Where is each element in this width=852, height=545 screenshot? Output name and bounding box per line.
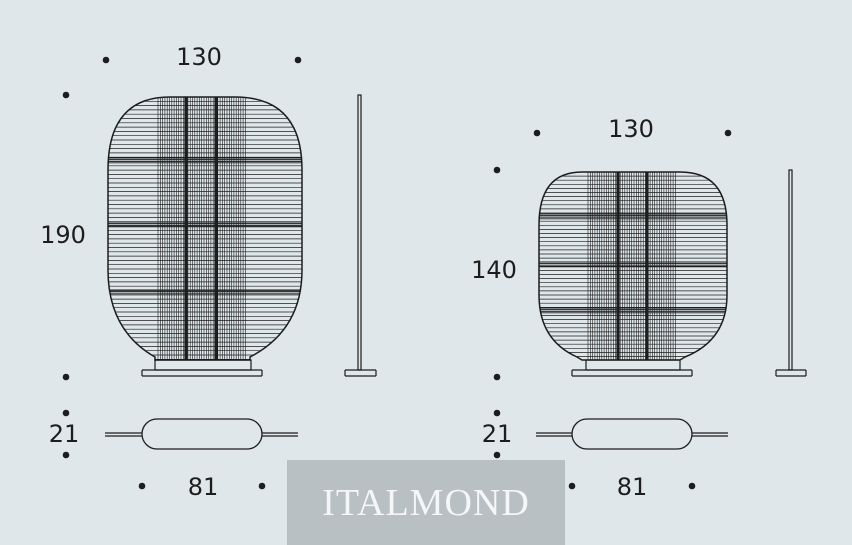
small-lamp-dimension-dots <box>493 129 732 490</box>
small-lamp-base-top-view <box>536 418 728 450</box>
small-lamp-base-width-label: 81 <box>617 473 648 501</box>
watermark-text: ITALMOND <box>322 481 530 524</box>
small-lamp-front-view <box>538 171 728 377</box>
small-lamp-side-view <box>775 169 807 377</box>
large-lamp-base-width-label: 81 <box>188 473 219 501</box>
large-lamp-side-view <box>344 94 377 377</box>
small-lamp-weave <box>539 172 727 360</box>
large-lamp-weave <box>108 97 302 360</box>
small-lamp-base-depth-label: 21 <box>482 420 513 448</box>
large-lamp-base-depth-label: 21 <box>49 420 80 448</box>
small-lamp-height-label: 140 <box>471 256 517 284</box>
large-lamp-dimension-dots <box>62 56 302 490</box>
large-lamp-width-label: 130 <box>176 43 222 71</box>
watermark: ITALMOND <box>287 460 565 545</box>
large-lamp-height-label: 190 <box>40 221 86 249</box>
large-lamp-base-top-view <box>105 418 298 450</box>
large-lamp-front-view <box>107 96 303 377</box>
small-lamp-width-label: 130 <box>608 115 654 143</box>
